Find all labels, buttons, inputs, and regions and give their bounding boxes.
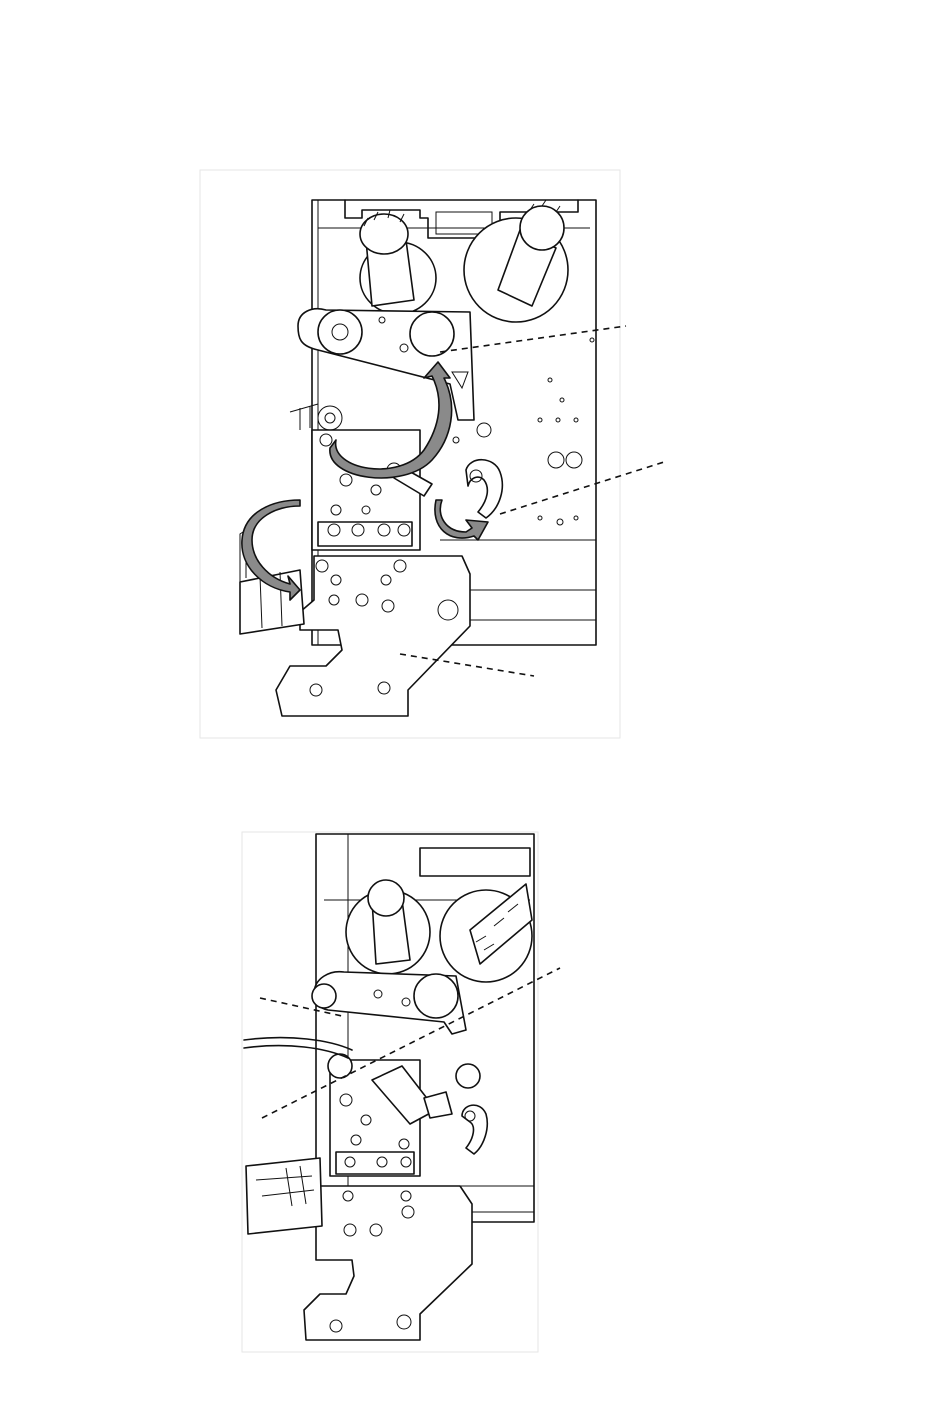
ribbon-rewind-spindle [360,210,436,314]
front-plate [276,556,470,716]
figure-2 [242,832,560,1352]
ribbon-supply-spindle-2 [440,884,532,982]
rotate-lever-arrow [435,500,488,540]
chassis-holes [453,338,594,525]
print-carriage-2 [328,1054,452,1176]
ribbon-rewind-spindle-2 [346,880,430,974]
figure-1 [200,170,664,738]
ribbon-supply-spindle [464,200,568,322]
cutter-housing-2 [246,1158,322,1234]
callout-line-2 [500,462,664,514]
lock-lever-2 [462,1105,487,1154]
lock-lever [466,460,502,518]
front-plate-2 [304,1186,472,1340]
